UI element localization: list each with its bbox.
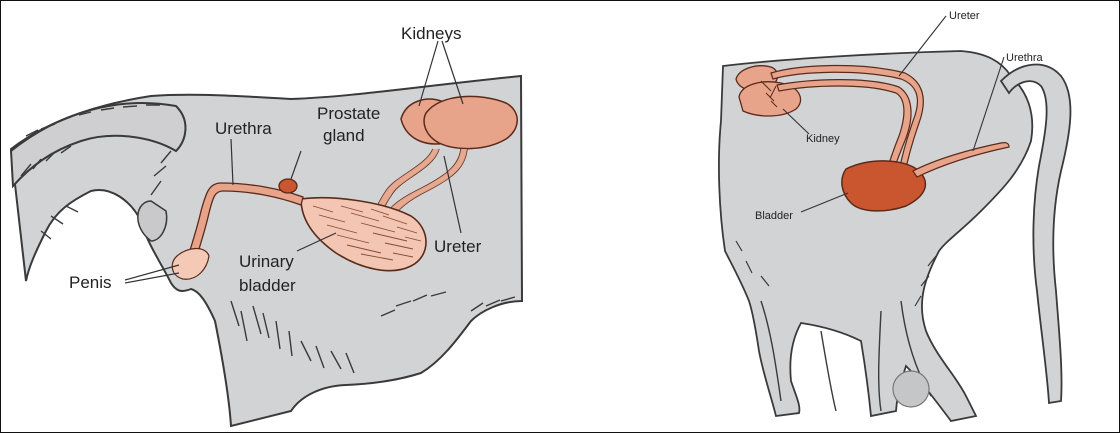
right-paw-highlight: [893, 371, 929, 407]
right-kidney-label: Kidney: [806, 133, 840, 145]
urinary-bladder-label-line1: Urinary: [239, 252, 294, 271]
prostate-gland: [279, 179, 297, 193]
urinary-bladder-label-line2: bladder: [239, 276, 296, 295]
right-urethra-label: Urethra: [1006, 52, 1044, 64]
right-ureter-label: Ureter: [949, 10, 980, 22]
penis-label: Penis: [69, 273, 112, 292]
prostate-label-line1: Prostate: [317, 104, 380, 123]
right-panel: Ureter Urethra Kidney Bladder: [719, 10, 1071, 421]
prostate-label-line2: gland: [323, 126, 365, 145]
left-panel: Kidneys Prostate gland Urethra Ureter Ur…: [11, 24, 522, 426]
ureter-label: Ureter: [434, 237, 482, 256]
left-kidney-front: [424, 96, 517, 148]
kidneys-label: Kidneys: [401, 24, 461, 43]
left-kidneys: [401, 96, 517, 148]
urethra-label: Urethra: [215, 119, 272, 138]
right-bladder-label: Bladder: [755, 210, 793, 222]
